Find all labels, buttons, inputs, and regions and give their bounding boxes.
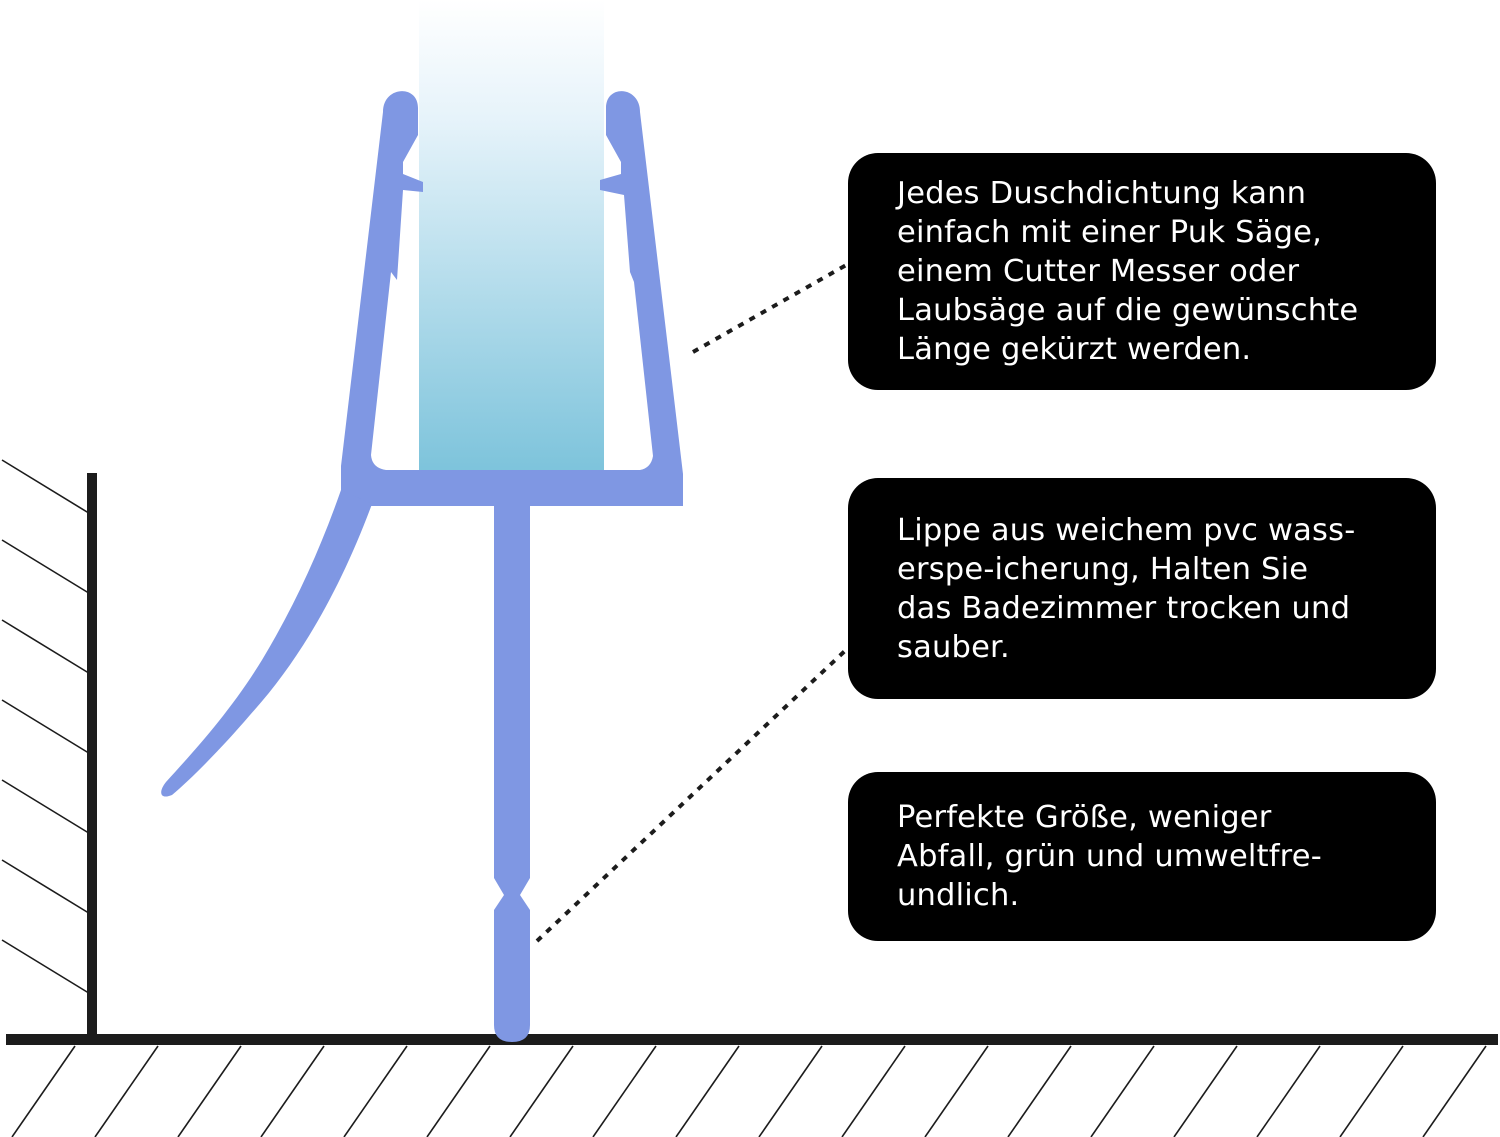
- callout-box-lip: Lippe aus weichem pvc wass- erspe-icheru…: [848, 478, 1436, 699]
- leader-lines: [535, 262, 850, 943]
- seal-stem: [494, 506, 530, 1042]
- wall-hatching: [1, 459, 93, 996]
- callout-box-cutting: Jedes Duschdichtung kann einfach mit ein…: [848, 153, 1436, 390]
- callout-text-cutting: Jedes Duschdichtung kann einfach mit ein…: [897, 176, 1359, 367]
- leader-line-2: [535, 646, 850, 943]
- callout-text-lip: Lippe aus weichem pvc wass- erspe-icheru…: [897, 512, 1356, 665]
- floor-hatching: [11, 1045, 1487, 1137]
- seal-lip: [161, 490, 372, 797]
- callout-text-size: Perfekte Größe, weniger Abfall, grün und…: [897, 800, 1322, 913]
- wall-line: [87, 473, 97, 1043]
- seal-profile: [161, 91, 683, 1042]
- glass-pane: [419, 0, 604, 475]
- leader-line-1: [692, 262, 849, 354]
- callout-box-size: Perfekte Größe, weniger Abfall, grün und…: [848, 772, 1436, 941]
- floor-line: [6, 1034, 1498, 1045]
